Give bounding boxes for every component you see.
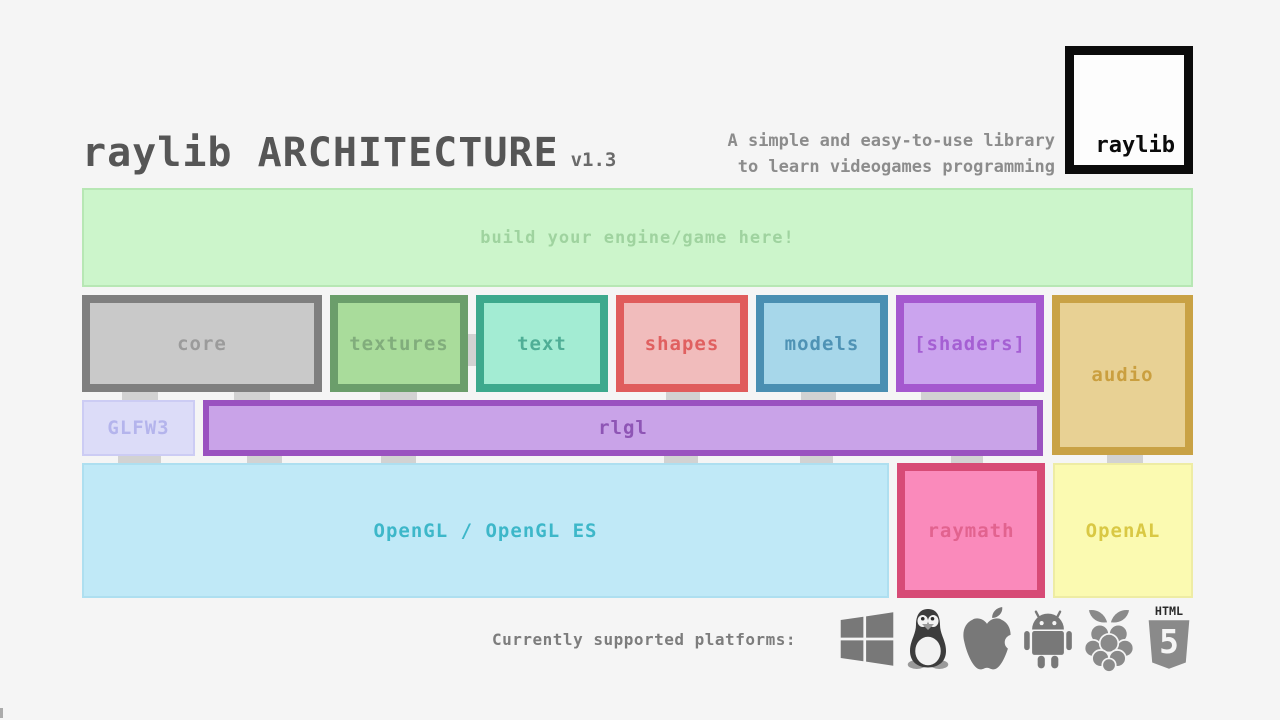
- title-text: raylib ARCHITECTURE: [82, 130, 559, 176]
- linux-tux-icon: [907, 609, 949, 669]
- platform-icons-row: HTML 5: [838, 602, 1194, 676]
- layer-label-glfw3: GLFW3: [107, 417, 170, 439]
- raylib-logo: raylib: [1065, 46, 1193, 174]
- module-label-audio: audio: [1091, 364, 1154, 386]
- version-label: v1.3: [570, 149, 617, 171]
- module-box-shapes: shapes: [616, 295, 748, 392]
- engine-banner-box: build your engine/game here!: [82, 188, 1193, 287]
- backend-label-openal: OpenAL: [1085, 519, 1161, 542]
- module-label-shaders: [shaders]: [914, 332, 1026, 355]
- module-box-core: core: [82, 295, 322, 392]
- page-title: raylib ARCHITECTURE v1.3: [82, 130, 616, 176]
- backend-label-raymath: raymath: [927, 519, 1015, 542]
- tagline-line-1: A simple and easy-to-use library: [727, 131, 1055, 151]
- apple-icon: [963, 606, 1014, 670]
- module-label-text: text: [517, 332, 567, 355]
- windows-icon: [840, 612, 894, 666]
- raylib-logo-text: raylib: [1095, 133, 1175, 158]
- module-box-audio: audio: [1052, 295, 1193, 455]
- module-box-models: models: [756, 295, 888, 392]
- backend-box-openal: OpenAL: [1053, 463, 1193, 598]
- tagline: A simple and easy-to-use library to lear…: [727, 128, 1055, 180]
- backend-label-opengl: OpenGL / OpenGL ES: [373, 519, 598, 542]
- android-icon: [1024, 610, 1072, 669]
- backend-box-opengl: OpenGL / OpenGL ES: [82, 463, 889, 598]
- backend-box-raymath: raymath: [897, 463, 1045, 598]
- module-box-textures: textures: [330, 295, 468, 392]
- module-label-models: models: [784, 332, 860, 355]
- module-box-text: text: [476, 295, 608, 392]
- layer-box-rlgl: rlgl: [203, 400, 1043, 456]
- supported-platforms-label: Currently supported platforms:: [492, 630, 796, 649]
- module-box-shaders: [shaders]: [896, 295, 1044, 392]
- html5-badge-text: HTML: [1155, 604, 1183, 618]
- module-label-textures: textures: [349, 332, 449, 355]
- html5-icon: HTML 5: [1148, 604, 1190, 669]
- html5-number: 5: [1159, 623, 1179, 661]
- module-label-shapes: shapes: [644, 332, 720, 355]
- connector-audio-openal: [1107, 452, 1143, 466]
- corner-mark: [0, 708, 3, 718]
- module-label-core: core: [177, 332, 227, 355]
- engine-banner-label: build your engine/game here!: [480, 227, 795, 248]
- tagline-line-2: to learn videogames programming: [737, 157, 1055, 177]
- layer-label-rlgl: rlgl: [598, 417, 648, 439]
- raspberry-pi-icon: [1083, 608, 1135, 672]
- layer-box-glfw3: GLFW3: [82, 400, 195, 456]
